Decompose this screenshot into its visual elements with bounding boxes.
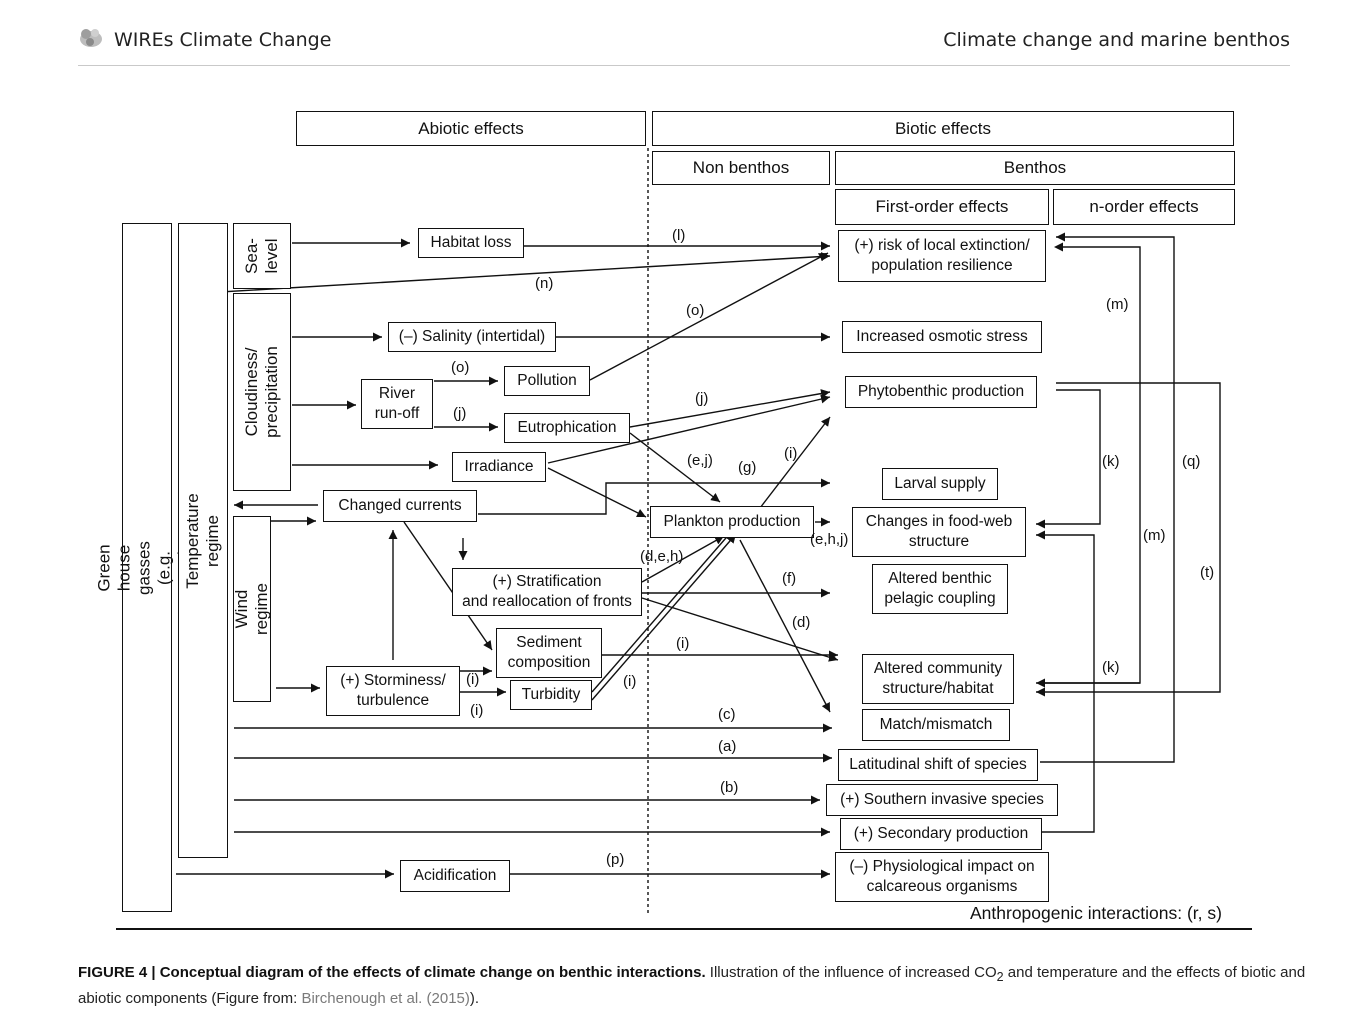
secondary-production-box: (+) Secondary production bbox=[840, 818, 1042, 850]
larval-supply-box: Larval supply bbox=[882, 468, 998, 500]
temperature-regime-box: Temperature regime bbox=[178, 223, 228, 858]
food-web-box: Changes in food-web structure bbox=[852, 507, 1026, 557]
first-order-header: First-order effects bbox=[835, 189, 1049, 225]
link-label-i-turbidity: (i) bbox=[623, 673, 637, 690]
link-label-a: (a) bbox=[718, 738, 737, 755]
acidification-box: Acidification bbox=[400, 860, 510, 892]
phytobenthic-production-box: Phytobenthic production bbox=[845, 376, 1037, 408]
link-label-deh: (d,e,h) bbox=[640, 548, 684, 565]
caption-text-1: Illustration of the influence of increas… bbox=[705, 964, 997, 981]
link-label-ehj: (e,h,j) bbox=[810, 531, 849, 548]
link-label-b: (b) bbox=[720, 779, 739, 796]
plankton-production-box: Plankton production bbox=[650, 506, 814, 538]
link-label-ej: (e,j) bbox=[687, 452, 713, 469]
irradiance-box: Irradiance bbox=[452, 452, 546, 482]
wind-regime-box: Wind regime bbox=[232, 516, 271, 702]
link-label-l: (l) bbox=[672, 227, 686, 244]
anthropogenic-note: Anthropogenic interactions: (r, s) bbox=[970, 903, 1222, 923]
cloudiness-box: Cloudiness/ precipitation bbox=[233, 293, 291, 491]
caption-label: FIGURE 4 | Conceptual diagram of the eff… bbox=[78, 964, 706, 981]
link-label-p: (p) bbox=[606, 851, 625, 868]
journal-title: WIREs Climate Change bbox=[114, 29, 332, 51]
link-label-k-bottom: (k) bbox=[1102, 659, 1120, 676]
link-label-t: (t) bbox=[1200, 564, 1215, 581]
sea-level-label: Sea- level bbox=[242, 238, 281, 274]
link-label-d: (d) bbox=[792, 614, 811, 631]
river-runoff-box: River run-off bbox=[361, 379, 433, 429]
storminess-box: (+) Storminess/ turbulence bbox=[326, 666, 460, 716]
n-order-header: n-order effects bbox=[1053, 189, 1235, 225]
community-structure-box: Altered community structure/habitat bbox=[862, 654, 1014, 704]
benthos-header: Benthos bbox=[835, 151, 1235, 185]
wires-logo-icon bbox=[80, 29, 102, 47]
match-mismatch-box: Match/mismatch bbox=[862, 709, 1010, 741]
invasive-species-box: (+) Southern invasive species bbox=[826, 784, 1058, 816]
habitat-loss-box: Habitat loss bbox=[418, 228, 524, 258]
link-label-f: (f) bbox=[782, 570, 797, 587]
sediment-composition-box: Sediment composition bbox=[496, 628, 602, 678]
physiological-impact-box: (–) Physiological impact on calcareous o… bbox=[835, 852, 1049, 902]
green-house-gasses-box: Green house gasses (e.g. CO2) bbox=[94, 223, 198, 912]
link-label-i-sediment: (i) bbox=[676, 635, 690, 652]
temperature-regime-label: Temperature regime bbox=[183, 492, 222, 589]
abiotic-effects-header: Abiotic effects bbox=[296, 111, 646, 146]
page-header: WIREs Climate Change Climate change and … bbox=[0, 0, 1358, 70]
turbidity-box: Turbidity bbox=[510, 680, 592, 710]
link-label-k-top: (k) bbox=[1102, 453, 1120, 470]
link-label-i-plankton: (i) bbox=[784, 445, 798, 462]
caption-text-2: and temperature and the effects of bioti… bbox=[78, 964, 1306, 1007]
changed-currents-box: Changed currents bbox=[323, 490, 477, 522]
sea-level-box: Sea- level bbox=[233, 223, 291, 289]
link-label-o-river: (o) bbox=[451, 359, 470, 376]
salinity-box: (–) Salinity (intertidal) bbox=[388, 322, 556, 352]
eutrophication-box: Eutrophication bbox=[504, 413, 630, 443]
link-label-q: (q) bbox=[1182, 453, 1201, 470]
caption-citation-link[interactable]: Birchenough et al. (2015) bbox=[301, 990, 470, 1007]
link-label-m-top: (m) bbox=[1106, 296, 1129, 313]
caption-sub: 2 bbox=[996, 970, 1004, 984]
link-label-n: (n) bbox=[535, 275, 554, 292]
link-label-j-river: (j) bbox=[453, 405, 467, 422]
stratification-box: (+) Stratification and reallocation of f… bbox=[452, 568, 642, 616]
benthic-pelagic-coupling-box: Altered benthic pelagic coupling bbox=[872, 564, 1008, 614]
figure-caption: FIGURE 4 | Conceptual diagram of the eff… bbox=[78, 962, 1348, 1010]
caption-text-3: ). bbox=[469, 990, 480, 1007]
osmotic-stress-box: Increased osmotic stress bbox=[842, 321, 1042, 353]
figure-bottom-rule bbox=[116, 928, 1252, 930]
pollution-box: Pollution bbox=[504, 366, 590, 396]
link-label-j-eutro: (j) bbox=[695, 390, 709, 407]
non-benthos-header: Non benthos bbox=[652, 151, 830, 185]
biotic-effects-header: Biotic effects bbox=[652, 111, 1234, 146]
running-title: Climate change and marine benthos bbox=[943, 29, 1290, 51]
wind-regime-label: Wind regime bbox=[232, 583, 271, 635]
link-label-m-mid: (m) bbox=[1143, 527, 1166, 544]
link-label-c: (c) bbox=[718, 706, 736, 723]
header-divider bbox=[78, 65, 1290, 66]
latitudinal-shift-box: Latitudinal shift of species bbox=[838, 749, 1038, 781]
link-label-g: (g) bbox=[738, 459, 757, 476]
link-label-i-storm-top: (i) bbox=[466, 671, 480, 688]
link-label-i-storm-bottom: (i) bbox=[470, 702, 484, 719]
extinction-risk-box: (+) risk of local extinction/ population… bbox=[838, 230, 1046, 282]
cloudiness-label: Cloudiness/ precipitation bbox=[242, 346, 281, 438]
link-label-o-pollution: (o) bbox=[686, 302, 705, 319]
